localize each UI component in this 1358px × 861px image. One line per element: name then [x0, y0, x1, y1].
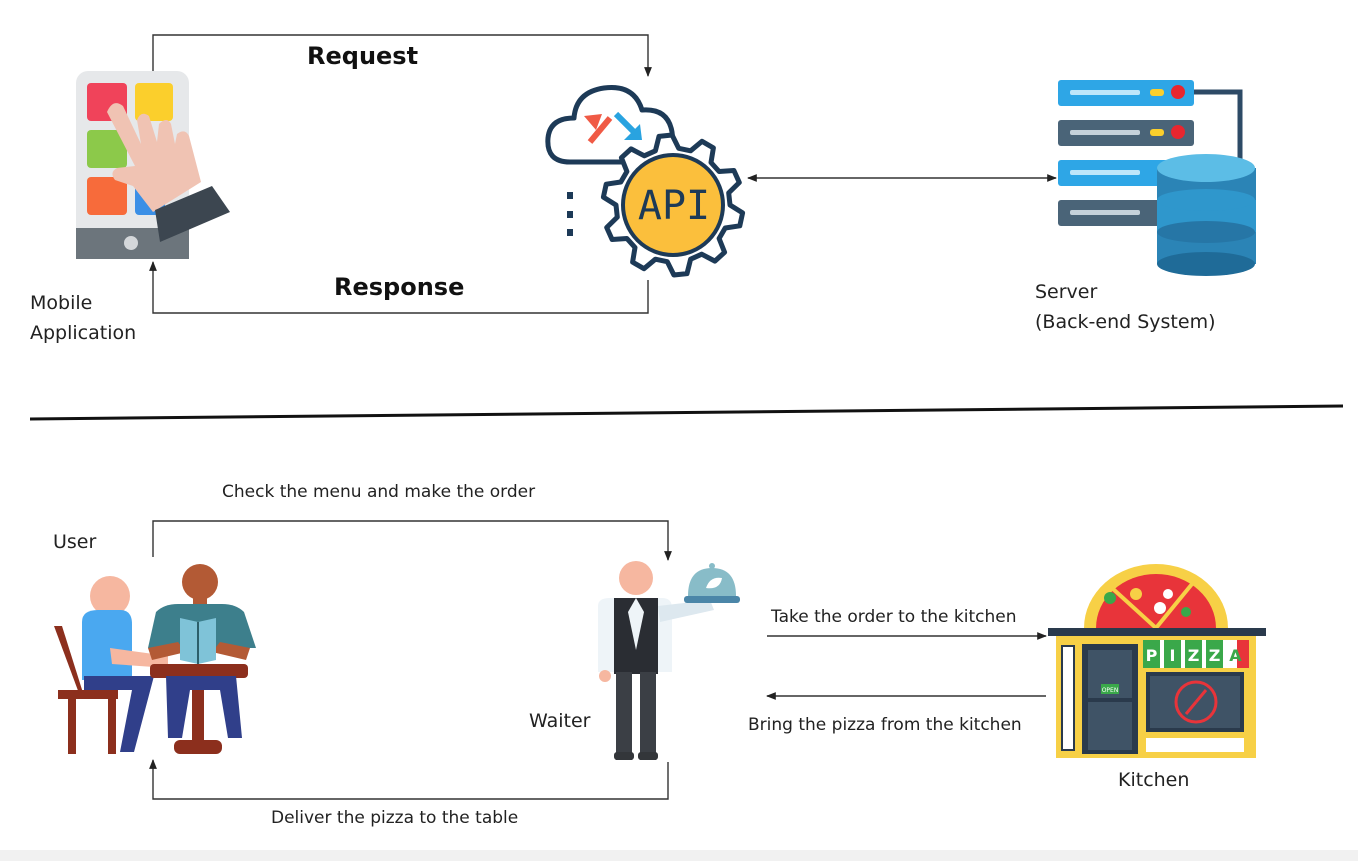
response-arrow: [149, 261, 649, 314]
waiter-icon: [598, 561, 740, 760]
bring-pizza-label: Bring the pizza from the kitchen: [748, 715, 1022, 735]
pizza-sign-letter: Z: [1209, 646, 1221, 665]
footer-band: [0, 850, 1358, 861]
section-divider: [29, 404, 1344, 421]
database-icon: [1157, 154, 1256, 276]
kitchen-icon: [1048, 564, 1266, 758]
server-label-line1: Server: [1035, 281, 1098, 303]
order-arrow: [152, 520, 672, 561]
kitchen-label: Kitchen: [1118, 769, 1190, 791]
request-label: Request: [307, 42, 419, 70]
waiter-label: Waiter: [529, 710, 591, 732]
cloud-sync-icon: [545, 84, 675, 165]
request-arrow: [152, 34, 652, 95]
dots-icon: [567, 192, 573, 236]
response-label: Response: [334, 273, 465, 301]
pizza-sign: P I Z Z A: [1146, 646, 1243, 665]
users-table-icon: [54, 564, 256, 754]
pizza-sign-letter: I: [1170, 646, 1176, 665]
mobile-app-label-line2: Application: [30, 322, 137, 344]
api-gear-icon: [600, 132, 746, 278]
order-label: Check the menu and make the order: [222, 482, 536, 502]
pizza-sign-letter: Z: [1188, 646, 1200, 665]
take-order-label: Take the order to the kitchen: [771, 607, 1017, 627]
open-sign: OPEN: [1102, 687, 1119, 694]
server-icon: [1058, 80, 1243, 226]
pizza-sign-letter: A: [1229, 646, 1242, 665]
pizza-sign-letter: P: [1146, 646, 1158, 665]
mobile-phone-icon: [76, 71, 230, 259]
server-label-line2: (Back-end System): [1035, 311, 1216, 333]
mobile-app-label-line1: Mobile: [30, 292, 93, 314]
user-label: User: [53, 531, 97, 553]
api-text: API: [638, 183, 710, 229]
deliver-label: Deliver the pizza to the table: [271, 808, 519, 828]
deliver-arrow: [149, 759, 669, 800]
